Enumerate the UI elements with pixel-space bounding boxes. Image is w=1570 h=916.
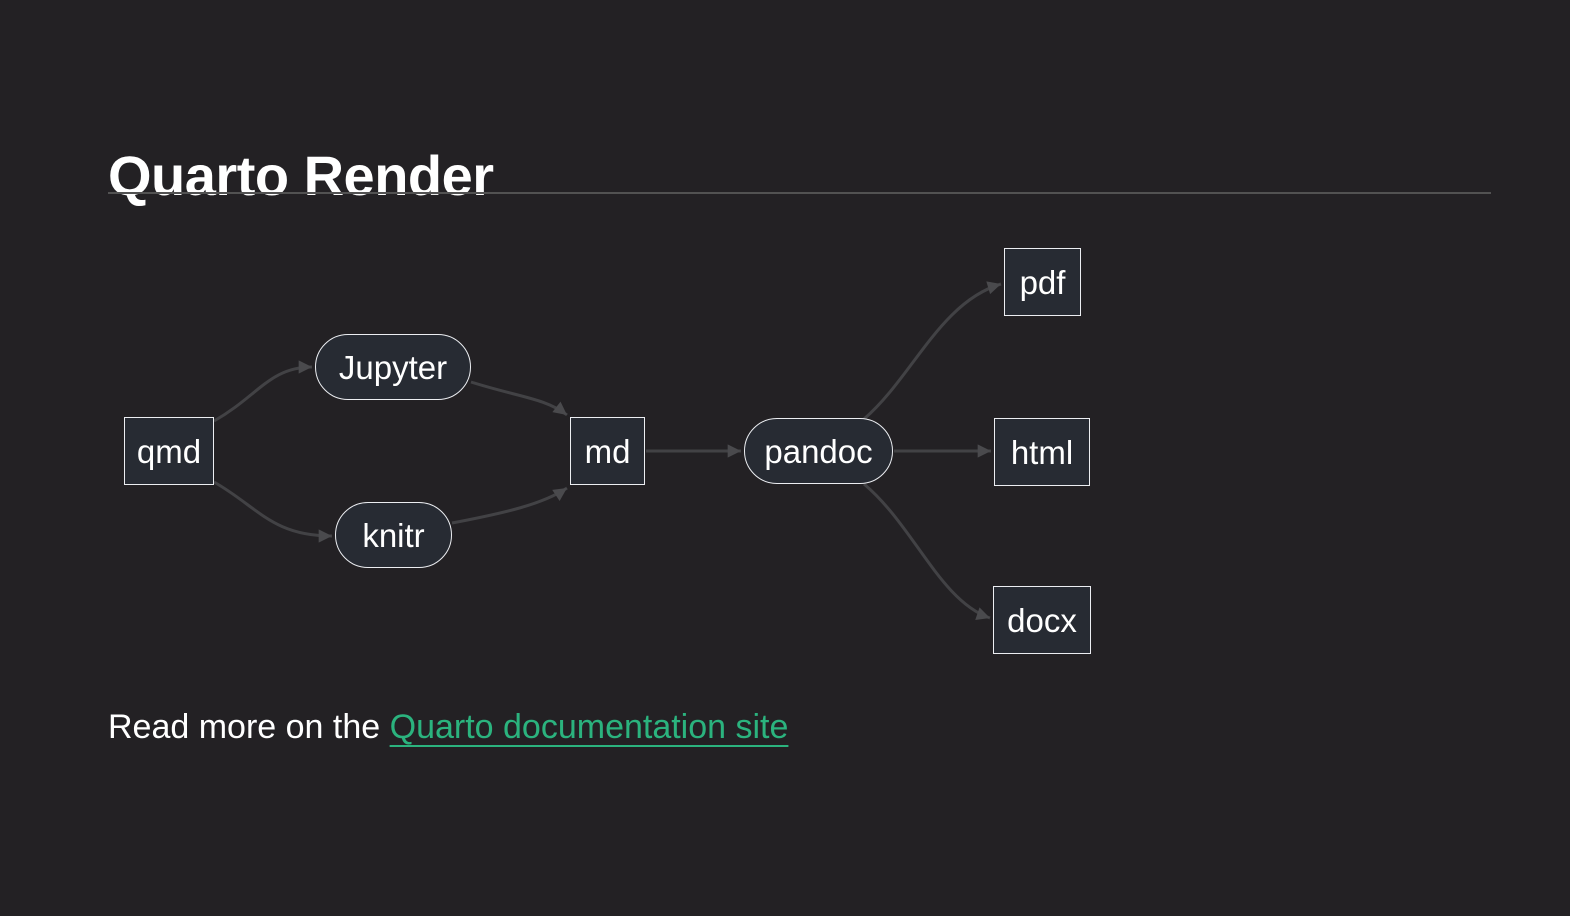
node-md-label: md — [584, 432, 631, 470]
node-docx: docx — [993, 586, 1091, 654]
node-jupyter-label: Jupyter — [338, 348, 448, 386]
edge-jupyter-md — [470, 380, 568, 417]
edge-knitr-md — [451, 486, 568, 525]
edge-pandoc-pdf — [863, 281, 1002, 421]
node-html: html — [994, 418, 1090, 486]
node-jupyter: Jupyter — [315, 334, 471, 400]
quarto-documentation-link[interactable]: Quarto documentation site — [389, 708, 789, 746]
page-title: Quarto Render — [108, 143, 494, 207]
node-pandoc: pandoc — [744, 418, 893, 484]
node-knitr-label: knitr — [362, 516, 425, 554]
edge-qmd-jupyter — [213, 360, 313, 423]
node-md: md — [570, 417, 645, 485]
node-docx-label: docx — [1007, 601, 1077, 639]
read-more-text: Read more on the — [108, 708, 390, 746]
edge-pandoc-docx — [863, 482, 991, 621]
title-divider — [108, 192, 1491, 194]
node-html-label: html — [1010, 433, 1074, 471]
read-more-paragraph: Read more on the Quarto documentation si… — [108, 708, 788, 747]
node-qmd-label: qmd — [136, 432, 202, 470]
node-pdf-label: pdf — [1019, 263, 1066, 301]
node-qmd: qmd — [124, 417, 214, 485]
edge-qmd-knitr — [213, 480, 333, 543]
node-knitr: knitr — [335, 502, 452, 568]
node-pdf: pdf — [1004, 248, 1081, 316]
node-pandoc-label: pandoc — [764, 432, 873, 470]
